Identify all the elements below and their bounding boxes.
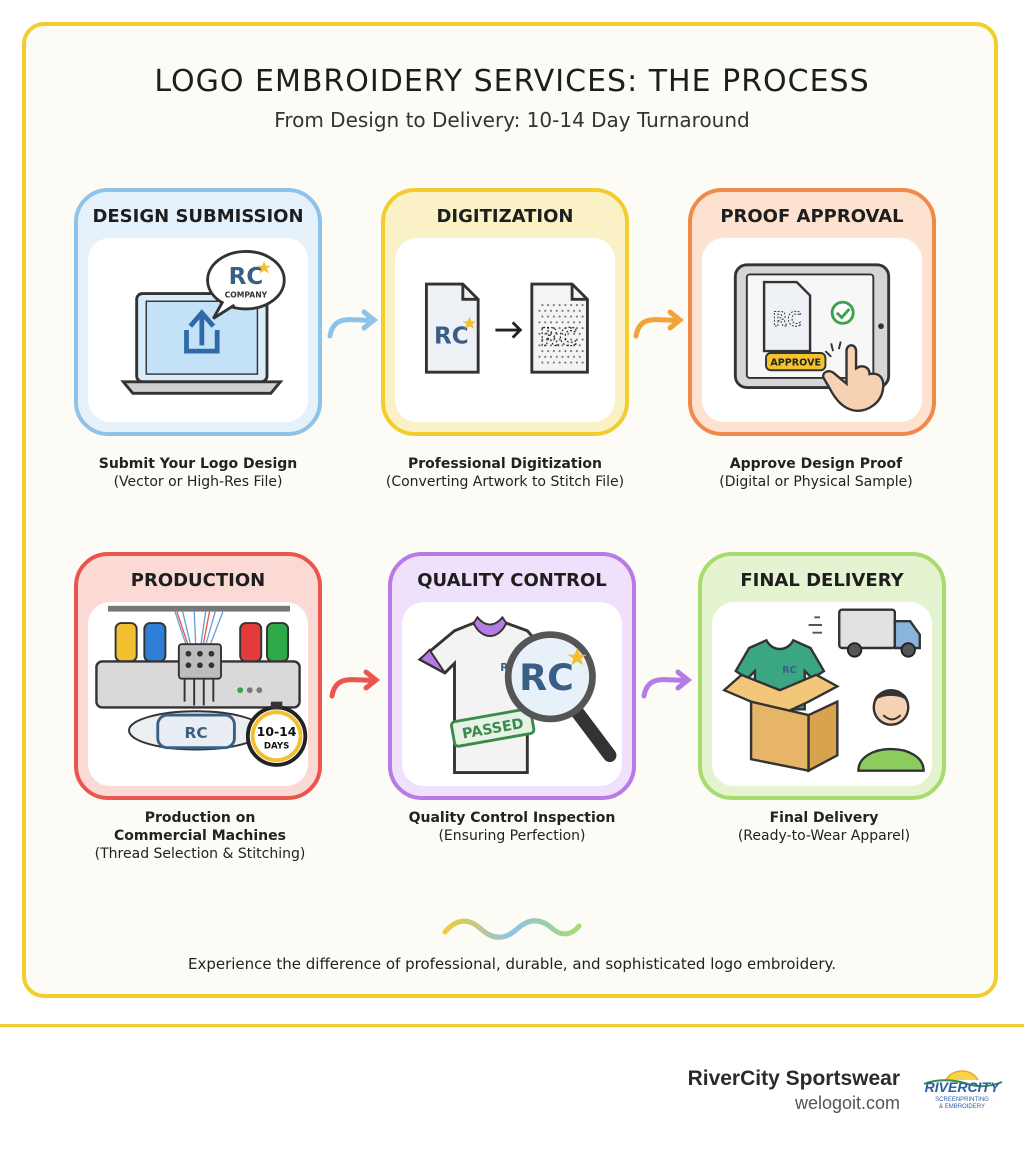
logo-rc-text: RC bbox=[229, 264, 264, 290]
svg-text:RC: RC bbox=[519, 656, 574, 699]
rivercity-logo-icon: RIVERCITY SCREENPRINTING & EMBROIDERY bbox=[923, 1070, 1003, 1110]
step-card-production: PRODUCTION RC 10-14 DAYS bbox=[74, 552, 322, 800]
infographic-frame bbox=[22, 22, 998, 998]
step-card-quality-control: QUALITY CONTROL RC PASSED RC bbox=[388, 552, 636, 800]
svg-text:RC: RC bbox=[773, 308, 802, 331]
footer-brand: RiverCity Sportswear welogoit.com bbox=[688, 1067, 900, 1114]
step-heading: FINAL DELIVERY bbox=[740, 570, 904, 591]
connector-arrow-4 bbox=[641, 669, 693, 699]
svg-text:RC: RC bbox=[185, 724, 208, 742]
footer bbox=[0, 1027, 1024, 1154]
tagline: Experience the difference of professiona… bbox=[187, 955, 837, 973]
brand-name: RiverCity Sportswear bbox=[687, 1067, 900, 1090]
step-heading: DIGITIZATION bbox=[436, 206, 574, 227]
decorative-wave bbox=[442, 918, 582, 940]
laptop-upload-icon: RC COMPANY bbox=[88, 238, 308, 422]
step-caption-design-submission: Submit Your Logo Design(Vector or High-R… bbox=[98, 456, 298, 490]
svg-text:RC: RC bbox=[782, 665, 796, 676]
step-heading: PROOF APPROVAL bbox=[720, 206, 904, 227]
footer-divider bbox=[0, 1024, 1024, 1027]
page-title: LOGO EMBROIDERY SERVICES: THE PROCESS bbox=[154, 64, 870, 99]
connector-arrow-2 bbox=[633, 309, 685, 339]
connector-arrow-3 bbox=[329, 669, 381, 699]
brand-url[interactable]: welogoit.com bbox=[794, 1093, 900, 1113]
svg-text:SCREENPRINTING: SCREENPRINTING bbox=[935, 1097, 989, 1103]
step-caption-final-delivery: Final Delivery(Ready-to-Wear Apparel) bbox=[737, 810, 911, 844]
svg-text:10-14: 10-14 bbox=[257, 724, 297, 739]
page-subtitle: From Design to Delivery: 10-14 Day Turna… bbox=[274, 108, 750, 132]
delivery-truck-icon: RC bbox=[712, 602, 932, 786]
step-caption-digitization: Professional Digitization(Converting Art… bbox=[385, 456, 625, 490]
svg-text:& EMBROIDERY: & EMBROIDERY bbox=[939, 1104, 985, 1110]
step-caption-production: Production on Commercial Machines(Thread… bbox=[94, 810, 306, 862]
svg-text:RC: RC bbox=[434, 323, 469, 349]
step-card-final-delivery: FINAL DELIVERY RC bbox=[698, 552, 946, 800]
magnifier-shirt-icon: RC PASSED RC bbox=[402, 602, 622, 786]
step-heading: DESIGN SUBMISSION bbox=[92, 206, 304, 227]
step-heading: PRODUCTION bbox=[130, 570, 266, 591]
tablet-approve-icon: RC APPROVE bbox=[702, 238, 922, 422]
svg-text:RIVERCITY: RIVERCITY bbox=[925, 1079, 1001, 1095]
step-card-digitization: DIGITIZATION RC RC bbox=[381, 188, 629, 436]
step-caption-proof-approval: Approve Design Proof(Digital or Physical… bbox=[719, 456, 913, 490]
step-heading: QUALITY CONTROL bbox=[417, 570, 607, 591]
embroidery-machine-icon: RC 10-14 DAYS bbox=[88, 602, 308, 786]
step-card-proof-approval: PROOF APPROVAL RC APPROVE bbox=[688, 188, 936, 436]
svg-text:RC: RC bbox=[540, 322, 577, 351]
connector-arrow-1 bbox=[327, 309, 379, 339]
svg-text:COMPANY: COMPANY bbox=[225, 290, 268, 299]
step-card-design-submission: DESIGN SUBMISSION RC COMPANY bbox=[74, 188, 322, 436]
step-caption-quality-control: Quality Control Inspection(Ensuring Perf… bbox=[408, 810, 616, 844]
svg-text:APPROVE: APPROVE bbox=[770, 357, 821, 368]
file-convert-icon: RC RC bbox=[395, 238, 615, 422]
svg-text:DAYS: DAYS bbox=[264, 742, 289, 752]
